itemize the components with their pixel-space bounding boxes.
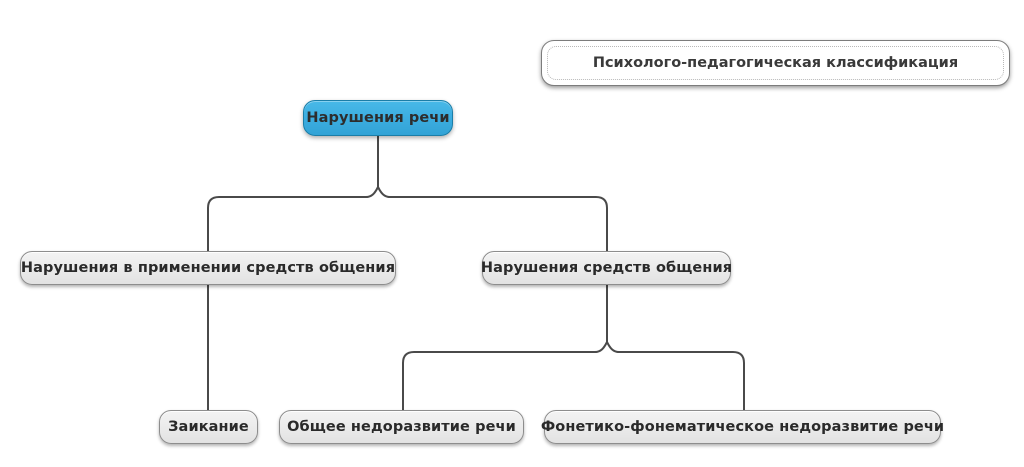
- node-level1-1-label: Нарушения средств общения: [480, 259, 733, 276]
- node-general-speech-underdevelopment[interactable]: Общее недоразвитие речи: [279, 410, 524, 444]
- node-phonetic-phonemic-underdevelopment[interactable]: Фонетико-фонематическое недоразвитие реч…: [540, 410, 945, 444]
- node-level1-0-label: Нарушения в применении средств общения: [20, 259, 396, 276]
- page-title: Психолого-педагогическая классификация: [592, 54, 959, 71]
- node-stuttering[interactable]: Заикание: [159, 410, 258, 444]
- connector-bus-level1-right: [388, 196, 608, 252]
- connector-right-junction: [594, 341, 620, 353]
- node-level2-1-label: Общее недоразвитие речи: [287, 418, 516, 435]
- node-disorders-in-use-of-communication-means[interactable]: Нарушения в применении средств общения: [20, 251, 396, 285]
- classification-title-plate: Психолого-педагогическая классификация: [541, 40, 1010, 86]
- node-level2-0-label: Заикание: [168, 418, 249, 435]
- node-level2-2-label: Фонетико-фонематическое недоразвитие реч…: [540, 418, 945, 435]
- connector-bus-level2-left: [402, 351, 597, 411]
- node-root-speech-disorders[interactable]: Нарушения речи: [303, 100, 453, 136]
- node-disorders-of-communication-means[interactable]: Нарушения средств общения: [480, 251, 733, 285]
- node-root-label: Нарушения речи: [306, 109, 450, 126]
- connector-bus-level2-right: [617, 351, 745, 411]
- connector-bus-level1-left: [207, 196, 368, 252]
- connector-root-junction: [365, 186, 391, 198]
